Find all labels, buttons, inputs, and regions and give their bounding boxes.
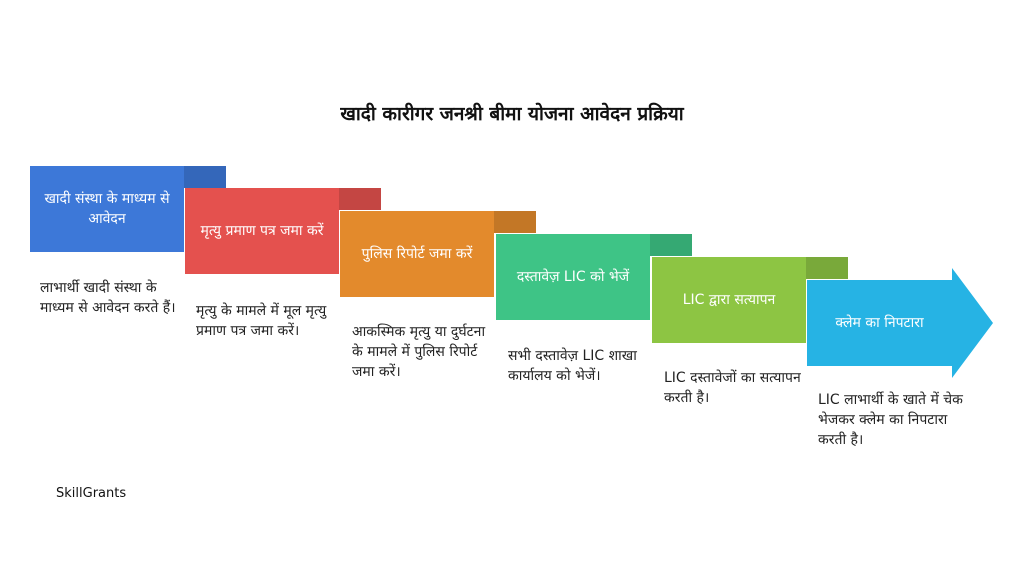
step-box-4 bbox=[496, 234, 650, 320]
step-box-2 bbox=[185, 188, 339, 274]
step-label-6: क्लेम का निपटारा bbox=[835, 315, 924, 331]
step-description-2: मृत्यु के मामले में मूल मृत्यु प्रमाण पत… bbox=[196, 303, 327, 339]
step-box-5 bbox=[652, 257, 806, 343]
step-description-1: लाभार्थी खादी संस्था के माध्यम से आवेदन … bbox=[40, 280, 176, 316]
step-description-3: आकस्मिक मृत्यु या दुर्घटना के मामले में … bbox=[352, 324, 486, 380]
step-label-5: LIC द्वारा सत्यापन bbox=[682, 292, 776, 308]
step-box-1 bbox=[30, 166, 184, 252]
diagram-title: खादी कारीगर जनश्री बीमा योजना आवेदन प्रक… bbox=[340, 103, 684, 125]
step-box-3 bbox=[340, 211, 494, 297]
step-fold-1 bbox=[176, 166, 226, 188]
brand-logo-text: SkillGrants bbox=[56, 486, 127, 501]
step-label-2: मृत्यु प्रमाण पत्र जमा करें bbox=[200, 223, 324, 239]
step-fold-3 bbox=[486, 211, 536, 233]
step-label-1: खादी संस्था के माध्यम से आवेदन bbox=[44, 191, 170, 227]
step-description-4: सभी दस्तावेज़ LIC शाखा कार्यालय को भेजें… bbox=[508, 348, 637, 384]
step-label-4: दस्तावेज़ LIC को भेजें bbox=[516, 269, 630, 285]
step-fold-2 bbox=[331, 188, 381, 210]
step-description-6: LIC लाभार्थी के खाते में चेक भेजकर क्लेम… bbox=[818, 392, 963, 448]
step-label-3: पुलिस रिपोर्ट जमा करें bbox=[361, 246, 473, 262]
step-description-5: LIC दस्तावेजों का सत्यापन करती है। bbox=[664, 370, 801, 406]
step-fold-5 bbox=[798, 257, 848, 279]
step-fold-4 bbox=[642, 234, 692, 256]
step-arrow-6 bbox=[807, 268, 993, 378]
